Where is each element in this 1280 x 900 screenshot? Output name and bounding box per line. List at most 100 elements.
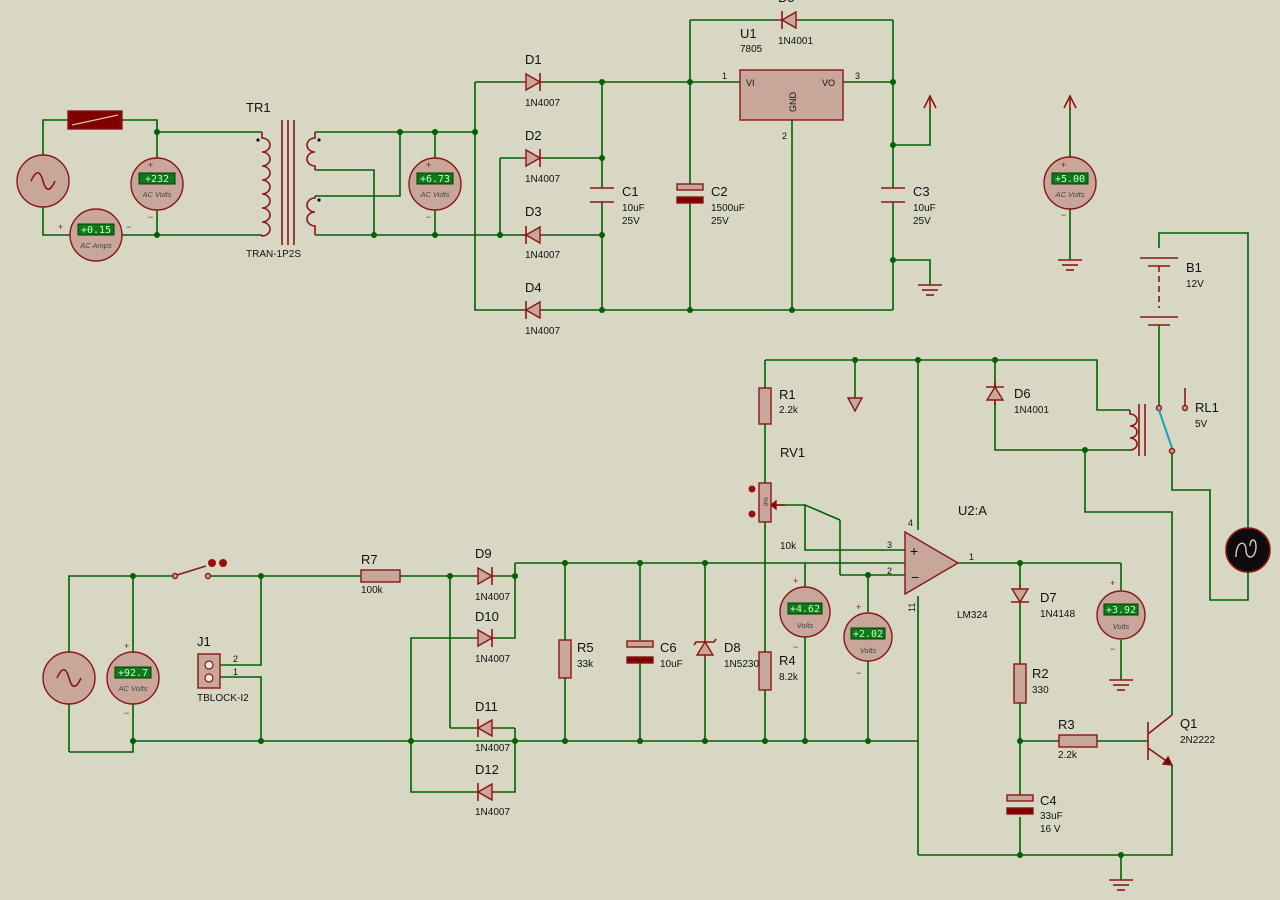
meter-m2-label: AC Amps [79,241,112,250]
r5-label: R5 [577,640,594,655]
diode-d11[interactable] [475,718,497,738]
u1-pin2: 2 [782,131,787,141]
diode-d5[interactable] [776,10,800,30]
capacitor-c1[interactable] [590,187,614,203]
r2-value: 330 [1032,685,1049,696]
meter-m6-plus: + [793,576,798,586]
diode-d7[interactable] [1010,585,1030,605]
relay-rl1[interactable] [1129,388,1189,456]
d1-value: 1N4007 [525,98,560,109]
d12-label: D12 [475,762,499,777]
terminal-block-j1[interactable]: 2 1 [197,653,238,689]
d4-value: 1N4007 [525,326,560,337]
ac-source-bottom[interactable] [42,651,96,705]
c2-label: C2 [711,184,728,199]
meter-m1[interactable]: +232 AC Volts + − [130,157,184,222]
wires-top [42,19,1071,311]
meter-m1-plus: + [148,160,153,170]
d10-value: 1N4007 [475,654,510,665]
meter-m4[interactable]: +5.00 AC Volts + − [1043,156,1097,220]
meter-m5[interactable]: +92.7 AC Volts + − [106,641,160,718]
capacitor-c3[interactable] [881,187,905,203]
d7-value: 1N4148 [1040,609,1075,620]
lamp-icon[interactable] [1225,527,1271,573]
j1-value: TBLOCK-I2 [197,693,249,704]
opamp-u2a[interactable]: + − 3 2 1 4 11 [887,518,974,612]
ground-icon [918,284,942,296]
ac-source-top[interactable] [16,154,70,208]
c3-voltage: 25V [913,216,931,227]
r7-value: 100k [361,585,384,596]
power-arrow-icon [923,94,937,110]
r3-label: R3 [1058,717,1075,732]
d6-value: 1N4001 [1014,405,1049,416]
meter-m8-reading: +3.92 [1106,605,1136,616]
meter-m1-minus: − [148,212,153,222]
diode-d9[interactable] [475,566,497,586]
c3-value: 10uF [913,203,936,214]
resistor-r3[interactable] [1058,734,1098,748]
zener-d8[interactable] [693,638,717,660]
d1-label: D1 [525,52,542,67]
tr1-label: TR1 [246,100,271,115]
meter-m2[interactable]: +0.15 AC Amps + − [58,208,131,262]
meter-m5-minus: − [124,708,129,718]
battery-b1[interactable] [1140,257,1178,326]
capacitor-c2[interactable] [676,183,704,204]
regulator-u1[interactable]: VI VO GND 1 3 2 [722,69,860,141]
u1-vo-label: VO [822,78,835,88]
diode-d10[interactable] [475,628,497,648]
meter-m7-minus: − [856,668,861,678]
diode-d1[interactable] [522,72,545,92]
meter-m4-plus: + [1061,160,1066,170]
potentiometer-rv1[interactable]: 0% [748,482,786,523]
fuse[interactable] [67,110,123,130]
diode-d2[interactable] [522,148,545,168]
d4-label: D4 [525,280,542,295]
meter-m8-minus: − [1110,644,1115,654]
b1-label: B1 [1186,260,1202,275]
u2-value: LM324 [957,610,988,621]
switch[interactable] [171,559,228,580]
diode-d3[interactable] [522,225,545,245]
resistor-r4[interactable] [758,651,772,691]
c3-label: C3 [913,184,930,199]
resistor-r1[interactable] [758,387,772,425]
meter-m6-label: Volts [797,621,814,630]
q1-label: Q1 [1180,716,1197,731]
meter-m7[interactable]: +2.02 Volts + − [843,602,893,678]
meter-m3-plus: + [426,160,431,170]
meter-m3[interactable]: +6.73 AC Volts + − [408,157,462,222]
capacitor-c4[interactable] [1006,794,1034,815]
junctions-right [852,357,1124,858]
ground-icon [1109,679,1133,691]
transformer-tr1[interactable] [256,120,321,245]
q1-value: 2N2222 [1180,735,1215,746]
meter-m6[interactable]: +4.62 Volts + − [779,576,831,652]
resistor-r5[interactable] [558,639,572,679]
meter-m8-plus: + [1110,578,1115,588]
diode-d4[interactable] [522,300,545,320]
power-arrow-icon [1063,94,1077,110]
transistor-q1[interactable] [1147,714,1174,766]
meter-m7-reading: +2.02 [853,629,883,640]
d11-value: 1N4007 [475,743,510,754]
rv1-label: RV1 [780,445,805,460]
u2-pin11: 11 [907,603,917,612]
j1-label: J1 [197,634,211,649]
diode-d6[interactable] [985,382,1005,405]
resistor-r7[interactable] [360,569,401,583]
resistor-r2[interactable] [1013,663,1027,704]
meter-m2-minus: − [126,222,131,232]
meter-m8-label: Volts [1113,622,1130,631]
rv1-percent: 0% [764,497,770,506]
diode-d12[interactable] [475,782,497,802]
c2-value: 1500uF [711,203,745,214]
meter-m4-label: AC Volts [1055,190,1085,199]
r4-value: 8.2k [779,672,799,683]
capacitor-c6[interactable] [626,640,654,664]
meter-m8[interactable]: +3.92 Volts + − [1096,578,1146,654]
r1-value: 2.2k [779,405,799,416]
u2-pin3: 3 [887,540,892,550]
d5-label: D5 [778,0,795,5]
